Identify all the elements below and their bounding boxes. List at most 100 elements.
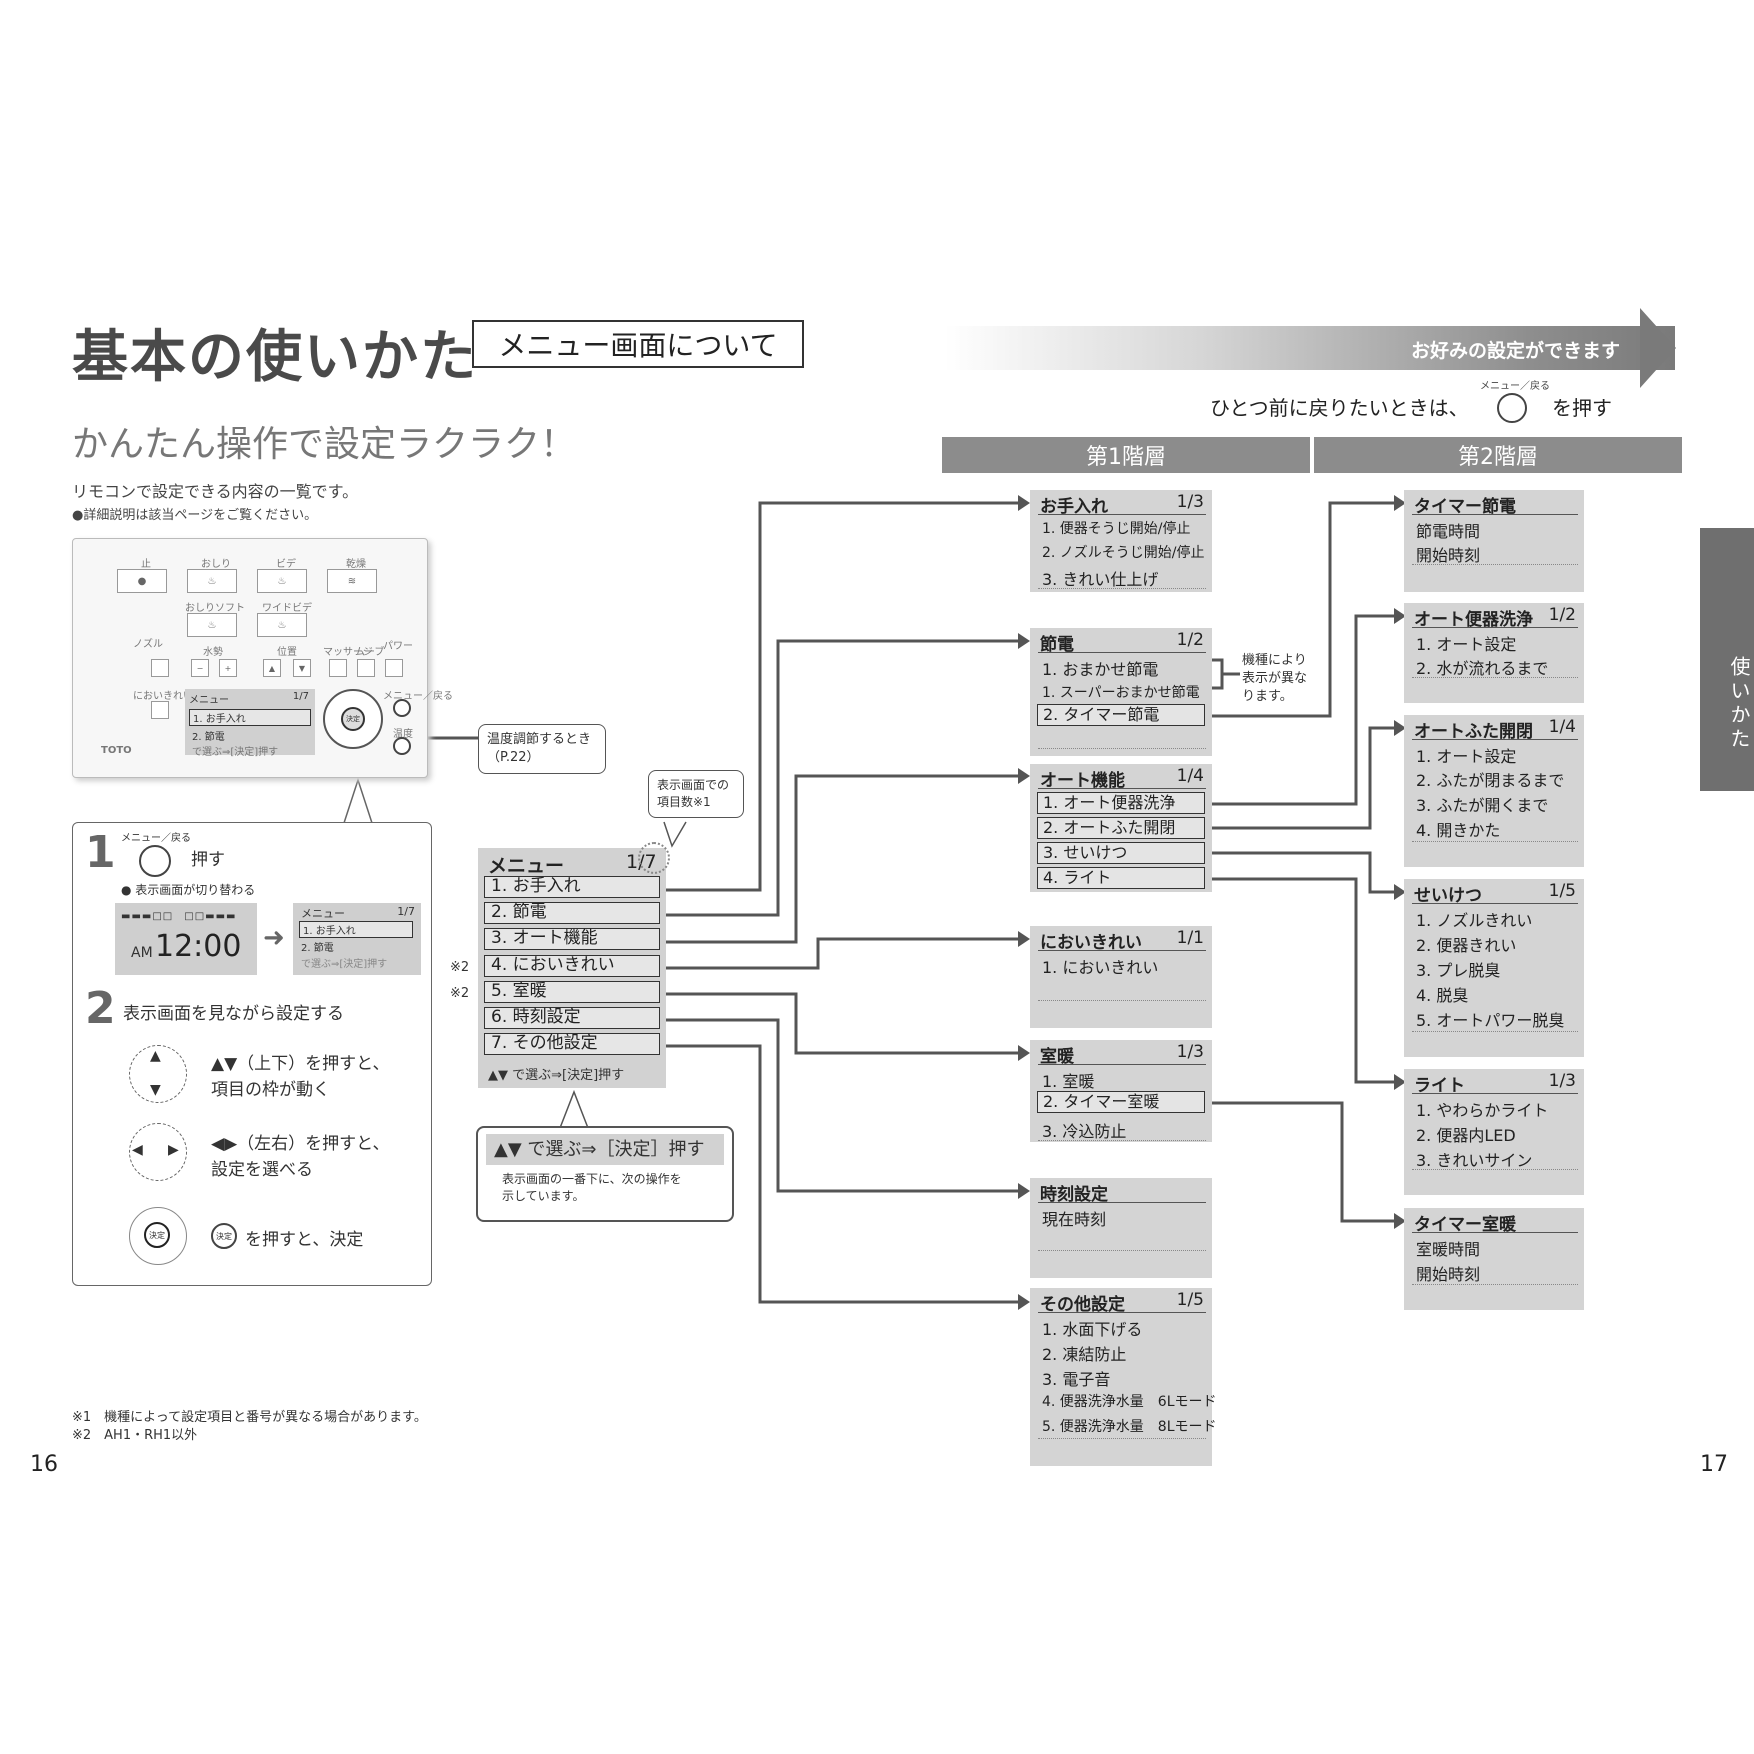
water-minus-button: −	[191, 659, 209, 677]
box-item: 1. スーパーおまかせ節電	[1042, 685, 1200, 701]
clock-indicator: ▬▬▬□□ □□▬▬▬	[121, 911, 237, 922]
box-page: 1/4	[1548, 717, 1576, 737]
menu-item: 6. 時刻設定	[484, 1007, 660, 1029]
remote-screen-page: 1/7	[292, 691, 309, 702]
box-item: 4. 便器洗浄水量 6Lモード	[1042, 1394, 1217, 1410]
position-up-button: ▲	[263, 659, 281, 677]
level2-box-auto-lid: オートふた開閉 1/4 1. オート設定 2. ふたが閉まるまで 3. ふたが開…	[1404, 715, 1584, 867]
connector-line	[1212, 877, 1394, 1084]
brand-logo: TOTO	[101, 745, 132, 756]
dial-center: 決定	[144, 1222, 170, 1248]
footnote-mark: ※2	[450, 960, 470, 975]
oshiri-label: おしり	[201, 559, 231, 570]
oshiri-button: ♨	[187, 569, 237, 593]
box-item: 4. ライト	[1037, 867, 1205, 889]
box-title: その他設定	[1040, 1295, 1125, 1315]
box-title: タイマー節電	[1414, 497, 1516, 517]
intro-text: リモコンで設定できる内容の一覧です。	[72, 482, 359, 501]
power-button	[385, 659, 403, 677]
water-power-label: ノズル	[133, 639, 163, 650]
remote-dial-center: 決定	[341, 707, 365, 731]
box-item: 2. ふたが閉まるまで	[1416, 771, 1565, 790]
box-item: 2. 凍結防止	[1042, 1345, 1127, 1364]
connector-line	[666, 992, 1018, 1055]
box-page: 1/3	[1548, 1071, 1576, 1091]
box-title: オート機能	[1040, 771, 1125, 791]
level1-box-other: その他設定 1/5 1. 水面下げる 2. 凍結防止 3. 電子音 4. 便器洗…	[1030, 1288, 1217, 1466]
box-item: 4. 開きかた	[1416, 821, 1501, 840]
page-number-right: 17	[1700, 1452, 1728, 1477]
bidet-button: ♨	[257, 569, 307, 593]
move-label: ムーブ	[355, 647, 385, 658]
section-title: メニュー画面について	[472, 320, 804, 368]
connector-line	[666, 774, 1018, 944]
box-item: 3. 電子音	[1042, 1370, 1111, 1389]
connector-line	[1212, 1101, 1394, 1223]
operation-callout-text: 表示画面の一番下に、次の操作を 示しています。	[502, 1172, 682, 1203]
menu-item: 2. 節電	[484, 902, 660, 924]
box-title: ライト	[1414, 1076, 1465, 1096]
remote-control-illustration: 止 おしり ビデ 乾燥 ● ♨ ♨ ≋ おしりソフト ワイドビデ ♨ ♨ ノズル…	[72, 538, 453, 778]
item-count-callout: 表示画面での 項目数※1	[648, 770, 744, 818]
enter-button-icon: 決定	[211, 1223, 237, 1249]
massage-label: マッサージ	[323, 647, 373, 658]
oshiri-soft-label: おしりソフト	[185, 603, 245, 614]
wide-bidet-label: ワイドビデ	[262, 603, 312, 614]
box-title: 節電	[1040, 635, 1074, 655]
box-item: 5. オートパワー脱臭	[1416, 1011, 1565, 1030]
step-number: 1	[85, 827, 116, 878]
mini-menu-page: 1/7	[397, 905, 415, 918]
box-item: 3. きれいサイン	[1416, 1151, 1533, 1170]
level1-box-power-save: 節電 1/2 1. おまかせ節電 1. スーパーおまかせ節電 2. タイマー節電	[1030, 628, 1212, 756]
menu-item: 1. お手入れ	[484, 876, 660, 898]
box-item: 2. 水が流れるまで	[1416, 659, 1549, 678]
mini-menu-screen: メニュー 1/7 1. お手入れ 2. 節電 で選ぶ⇒[決定]押す	[293, 903, 421, 975]
position-down-button: ▼	[293, 659, 311, 677]
box-title: オート便器洗浄	[1414, 610, 1533, 630]
box-item: 1. オート便器洗浄	[1037, 792, 1205, 814]
back-button-label: メニュー／戻る	[1480, 381, 1550, 392]
box-item: 1. おまかせ節電	[1042, 660, 1159, 679]
remote-temp-label: 温度	[393, 729, 413, 740]
dial-updown-icon: ▲ ▼	[129, 1045, 187, 1103]
connector-line	[666, 1018, 1018, 1193]
odor-button	[151, 701, 169, 719]
move-button	[357, 659, 375, 677]
box-item: 開始時刻	[1416, 546, 1481, 565]
dry-button: ≋	[327, 569, 377, 593]
connector-line	[666, 501, 1018, 892]
box-item: 1. やわらかライト	[1416, 1101, 1549, 1120]
clock-am: AM	[131, 945, 153, 961]
box-item: 1. ノズルきれい	[1416, 911, 1533, 930]
back-instruction: ひとつ前に戻りたいときは、	[1210, 396, 1469, 420]
remote-temp-button	[393, 737, 411, 755]
connector-line	[1212, 851, 1394, 894]
bidet-label: ビデ	[276, 559, 296, 570]
position-label: 位置	[277, 647, 297, 658]
connector-line	[1212, 726, 1394, 830]
op2-line2: 設定を選べる	[211, 1160, 313, 1180]
page-number-left: 16	[30, 1452, 58, 1477]
box-item: 4. 脱臭	[1416, 986, 1469, 1005]
level2-box-timer-heat: タイマー室暖 室暖時間 開始時刻	[1404, 1208, 1584, 1310]
box-page: 1/3	[1176, 1042, 1204, 1062]
step-number: 2	[85, 983, 116, 1034]
intro-note: ●詳細説明は該当ページをご覧ください。	[72, 508, 318, 523]
banner-text: お好みの設定ができます	[1410, 340, 1620, 362]
connector-line	[666, 639, 1018, 917]
settings-banner	[945, 326, 1675, 370]
clock-time: 12:00	[155, 929, 242, 964]
box-item: 2. タイマー室暖	[1037, 1091, 1205, 1113]
level2-box-auto-flush: オート便器洗浄 1/2 1. オート設定 2. 水が流れるまで	[1404, 603, 1584, 703]
op1-line1: ▲▼（上下）を押すと、	[211, 1054, 390, 1074]
water-label: 水勢	[203, 647, 223, 658]
level1-box-room-heat: 室暖 1/3 1. 室暖 2. タイマー室暖 3. 冷込防止	[1030, 1040, 1212, 1142]
dry-label: 乾燥	[346, 559, 366, 570]
box-title: タイマー室暖	[1414, 1215, 1516, 1235]
remote-dial: 決定	[323, 689, 383, 749]
box-page: 1/4	[1176, 766, 1204, 786]
footnote-2: ※2 AH1・RH1以外	[72, 1428, 198, 1443]
op3-text: を押すと、決定	[245, 1230, 364, 1250]
level2-header: 第2階層	[1314, 437, 1682, 473]
box-item: 室暖時間	[1416, 1240, 1481, 1259]
